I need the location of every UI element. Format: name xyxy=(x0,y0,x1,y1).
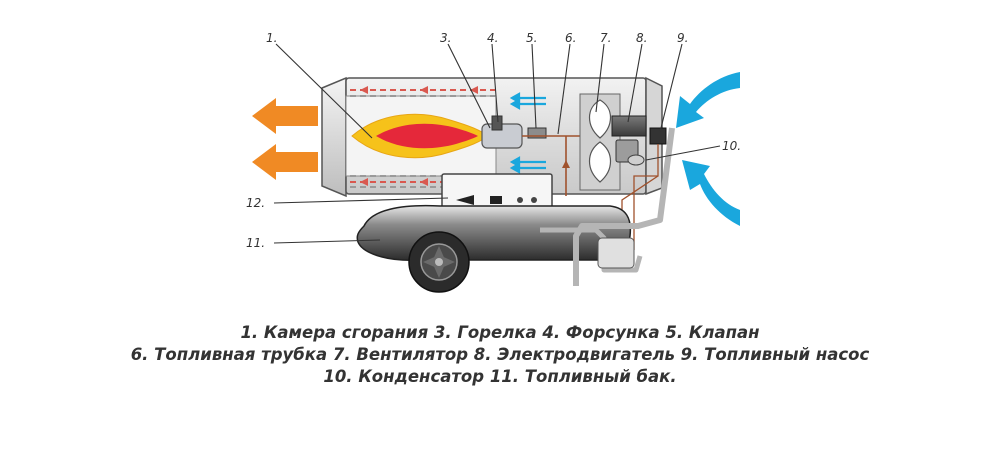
callout-4: 4. xyxy=(487,31,498,45)
callout-10: 10. xyxy=(722,139,741,153)
condenser xyxy=(628,155,644,165)
callout-9: 9. xyxy=(677,31,688,45)
fan xyxy=(580,94,620,190)
rear-support xyxy=(598,238,634,268)
wheel xyxy=(409,232,469,292)
fuel-nozzle xyxy=(492,116,502,130)
legend-caption: 1. Камера сгорания 3. Горелка 4. Форсунк… xyxy=(0,322,1000,388)
callout-11: 11. xyxy=(246,236,265,250)
callout-6: 6. xyxy=(565,31,576,45)
caption-line-1: 1. Камера сгорания 3. Горелка 4. Форсунк… xyxy=(0,322,1000,344)
control-indicator-2 xyxy=(531,197,537,203)
callout-7: 7. xyxy=(600,31,611,45)
callout-12: 12. xyxy=(246,196,265,210)
callout-5: 5. xyxy=(526,31,537,45)
callout-3: 3. xyxy=(440,31,451,45)
control-switch xyxy=(490,196,502,204)
caption-line-3: 10. Конденсатор 11. Топливный бак. xyxy=(0,366,1000,388)
outlet-nozzle xyxy=(322,78,346,196)
heater-diagram: 1. 3. 4. 5. 6. 7. 8. 9. 10. 11. 12. xyxy=(0,0,1000,310)
control-indicator-1 xyxy=(517,197,523,203)
hot-air-arrows xyxy=(252,98,318,180)
fuel-tank xyxy=(357,206,630,261)
callout-1: 1. xyxy=(266,31,277,45)
callout-8: 8. xyxy=(636,31,647,45)
caption-line-2: 6. Топливная трубка 7. Вентилятор 8. Эле… xyxy=(0,344,1000,366)
fuel-pump xyxy=(650,128,666,144)
